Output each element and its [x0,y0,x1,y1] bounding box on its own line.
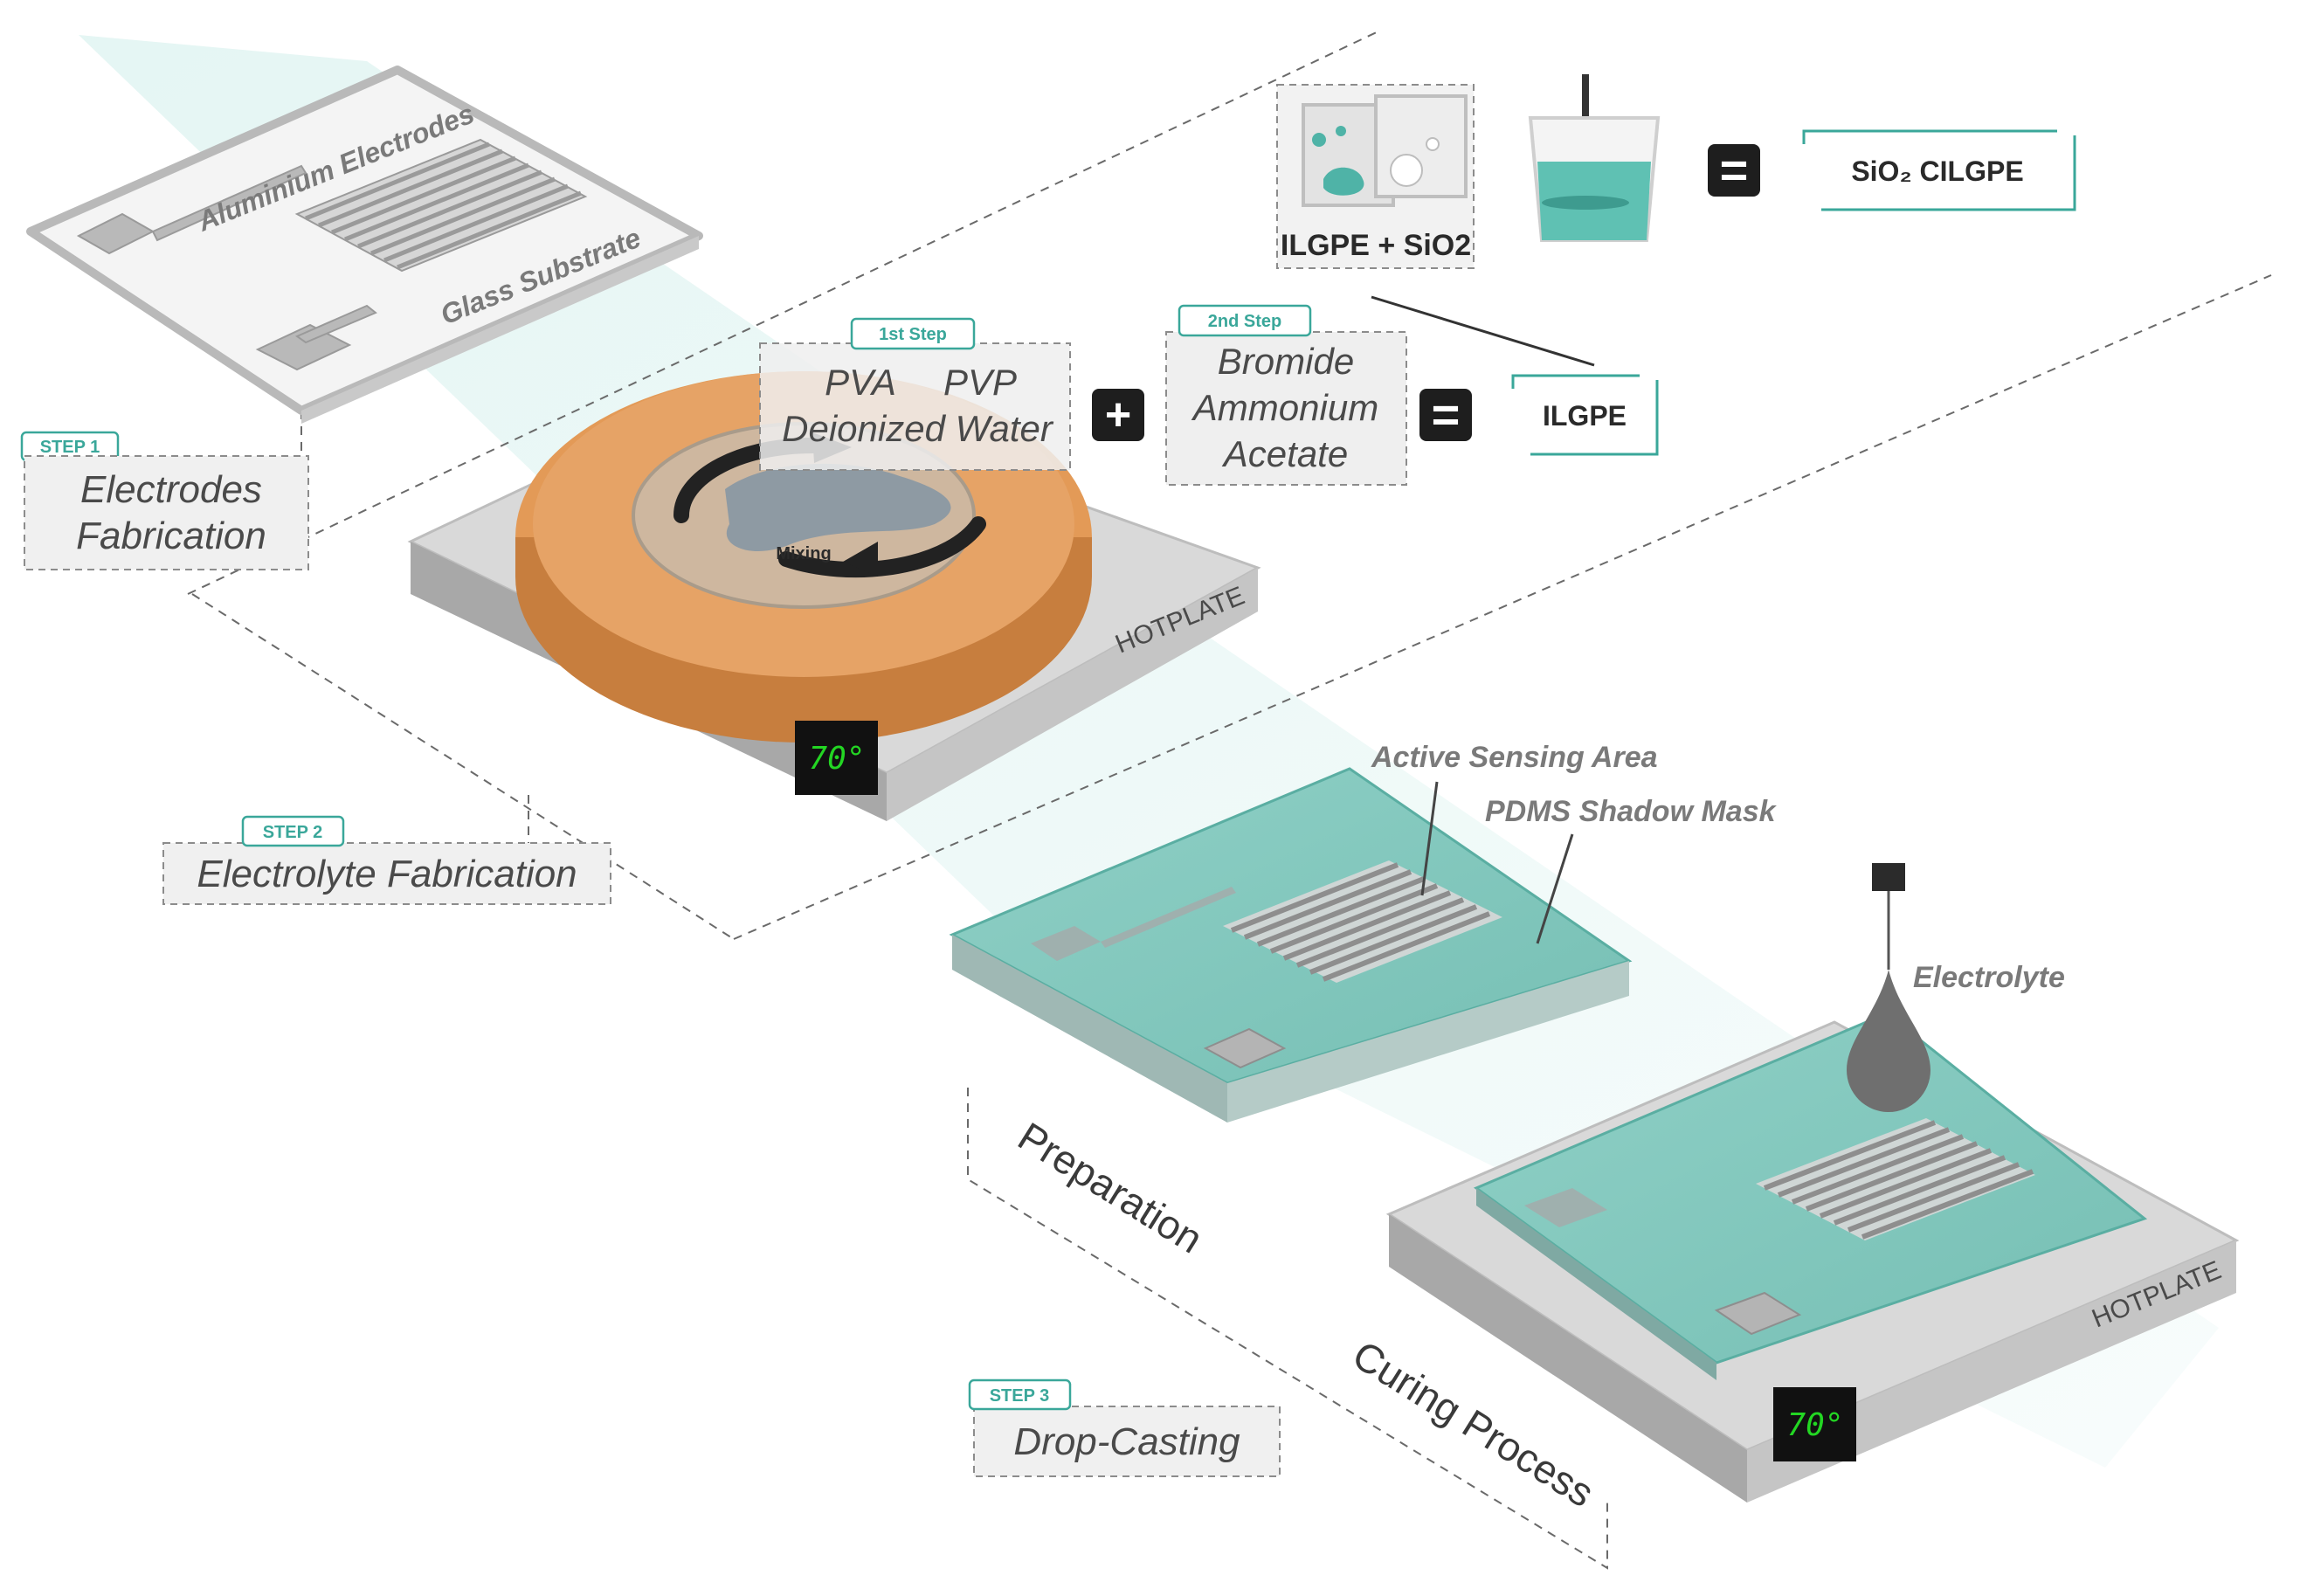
electrolyte-label: Electrolyte [1913,961,2065,994]
first-step-tag-text: 1st Step [879,325,947,344]
bromide-line1: Bromide [1218,341,1354,382]
step3-title: Drop-Casting [1013,1420,1240,1463]
stirring-beaker-icon [1528,74,1661,242]
first-step-box [759,342,1071,471]
step3-tag [968,1378,1072,1411]
step2-title: Electrolyte Fabrication [197,853,577,895]
active-area-leader [1420,781,1439,896]
step2-tag [241,815,345,847]
bromide-line2: Ammonium [1191,387,1378,428]
step2-box [162,842,611,905]
pvp-label: PVP [943,362,1017,403]
dropper-icon [1872,863,1905,970]
cured-electrode-fingers [1763,1120,2034,1240]
first-step-group: 1st Step PVA PVP Deionized Water [759,317,1071,471]
step3-box [973,1406,1281,1477]
equals-icon-box-1 [1419,389,1472,441]
hotplate-2: HOTPLATE 70° [1385,1012,2240,1503]
glass-substrate [26,66,703,424]
step3-label-group: STEP 3 Drop-Casting [968,1378,1281,1477]
electrode-fingers [305,142,582,270]
active-sensing-fingers [1230,862,1491,982]
connector-line [1371,295,1595,367]
sio2-cilgpe-label: SiO₂ CILGPE [1851,155,2023,187]
temperature-display-1 [795,721,878,795]
step3-tag-text: STEP 3 [990,1386,1050,1406]
temperature-display-2 [1773,1387,1856,1461]
bromide-line3: Acetate [1221,433,1348,474]
sio2-mixture-label: ILGPE + SiO2 [1281,229,1471,262]
sio2-cilgpe-box: SiO₂ CILGPE [1802,129,2076,211]
step1-label-group: STEP 1 Electrodes Fabrication [20,431,309,570]
ilgpe-label: ILGPE [1543,400,1627,432]
second-step-group: 2nd Step Bromide Ammonium Acetate [1165,304,1407,486]
equals-icon-2: = [1720,142,1749,197]
plus-icon: + [1105,390,1131,440]
plus-icon-box [1092,389,1144,441]
step2-tag-text: STEP 2 [263,823,323,842]
pva-label: PVA [825,362,896,403]
active-area-label: Active Sensing Area [1371,741,1658,774]
water-label: Deionized Water [782,408,1054,449]
solution-blob [725,463,951,551]
second-step-box [1165,331,1407,486]
step2-label-group: STEP 2 Electrolyte Fabrication [162,815,611,905]
shadow-mask-label: PDMS Shadow Mask [1485,795,1778,828]
ilgpe-box: ILGPE [1511,374,1659,456]
second-step-tag [1178,304,1312,337]
step1-tag-text: STEP 1 [40,438,100,457]
first-step-tag [850,317,976,350]
hotplate-1: Mixing HOTPLATE 70° [407,371,1261,821]
equals-icon-box-2 [1708,144,1760,197]
pdms-masked-substrate [949,767,1633,1123]
electrolyte-drop-icon [1847,970,1930,1112]
step1-box [24,455,309,570]
shadow-mask-leader [1536,833,1574,944]
equals-icon-1: = [1432,387,1461,442]
step1-title-line1: Electrodes [80,468,262,511]
temperature-1: 70° [808,741,865,777]
arrow-head-bottom-icon [843,542,878,577]
temperature-2: 70° [1786,1407,1843,1443]
preparation-label: Preparation [1011,1113,1211,1261]
sio2-mixture-group: ILGPE + SiO2 [1276,84,1475,269]
mixing-label: Mixing [776,544,831,563]
step1-title-line2: Fabrication [76,515,266,557]
second-step-tag-text: 2nd Step [1208,312,1281,331]
beakers-icon [1302,94,1468,207]
